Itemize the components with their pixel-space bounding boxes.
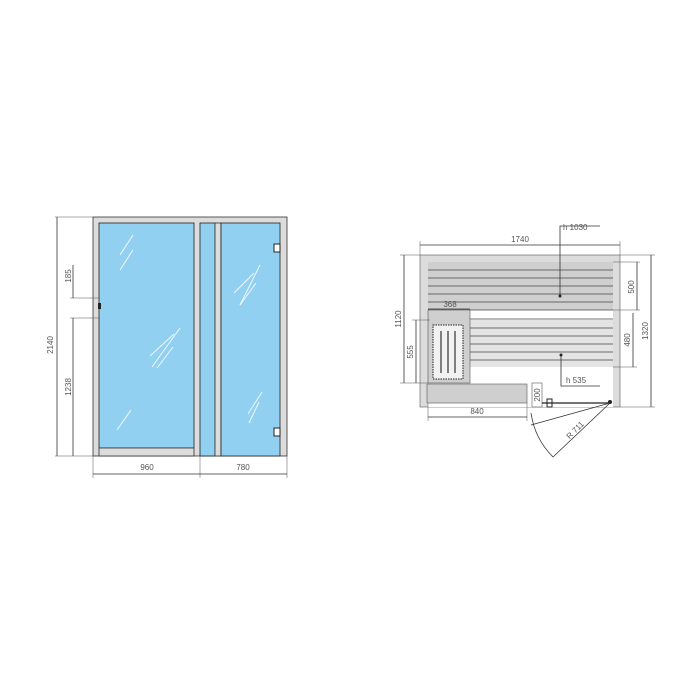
dim-door-width: 960 <box>140 463 154 472</box>
dim-lower-bench: 480 <box>623 333 632 347</box>
post <box>214 222 222 457</box>
heater-elements <box>440 331 456 373</box>
dim-heater-height: 555 <box>406 345 415 359</box>
dim-heater-width: 368 <box>443 300 457 309</box>
dim-handle-height: 1238 <box>64 378 73 396</box>
handle-icon <box>98 303 101 309</box>
dim-width: 1740 <box>511 235 529 244</box>
dim-footbench: 840 <box>470 407 484 416</box>
lower-bench-slats <box>470 327 613 361</box>
label-lower-bench-height: h 535 <box>566 376 587 385</box>
door-bottom-rail <box>98 447 195 457</box>
foot-bench <box>426 383 528 404</box>
front-view: 2140 185 1238 960 780 <box>46 216 288 478</box>
dim-step: 200 <box>533 388 542 402</box>
dim-upper-bench: 500 <box>627 280 636 294</box>
hinge-icon <box>273 243 281 253</box>
dim-panel-width: 780 <box>236 463 250 472</box>
leader-lower <box>560 355 600 387</box>
leader-upper <box>559 225 600 296</box>
door-glass <box>98 222 195 449</box>
plan-view: R 711 1740 1120 555 368 500 480 1320 840… <box>394 223 655 458</box>
dim-height: 2140 <box>46 336 55 354</box>
dim-door-radius: R 711 <box>565 419 586 440</box>
hinge-icon <box>273 427 281 437</box>
upper-bench-slats <box>428 269 613 320</box>
label-upper-bench-height: h 1030 <box>563 223 588 232</box>
glass-reflections <box>116 234 263 431</box>
dim-depth-right: 1320 <box>641 322 650 340</box>
step <box>531 382 543 408</box>
dim-handle-span: 185 <box>64 269 73 283</box>
door-swing-arc <box>530 412 554 458</box>
dim-depth-left: 1120 <box>394 310 403 328</box>
side-glass-panel <box>220 222 281 457</box>
side-glass-strip <box>199 222 216 457</box>
